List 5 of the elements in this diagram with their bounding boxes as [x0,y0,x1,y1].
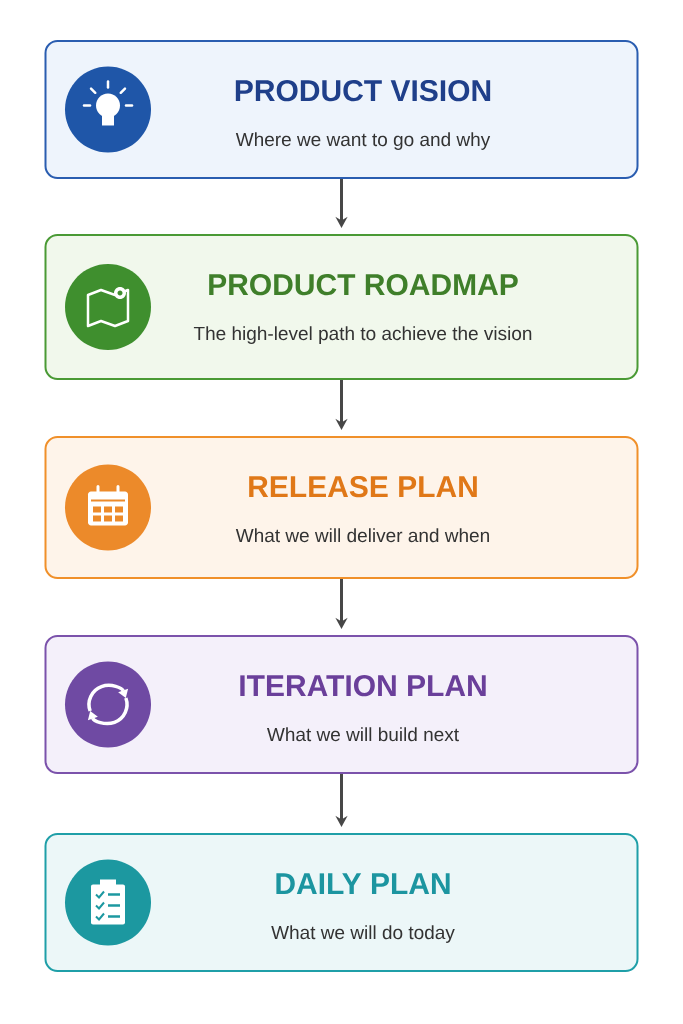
process-box: DAILY PLAN What we will do today [44,833,639,972]
process-box: RELEASE PLAN What we will deliver and when [44,436,639,579]
process-box: PRODUCT ROADMAP The high-level path to achieve the vision [44,234,639,380]
process-box: ITERATION PLAN What we will build next [44,635,639,774]
process-box: PRODUCT VISION Where we want to go and why [44,40,639,179]
